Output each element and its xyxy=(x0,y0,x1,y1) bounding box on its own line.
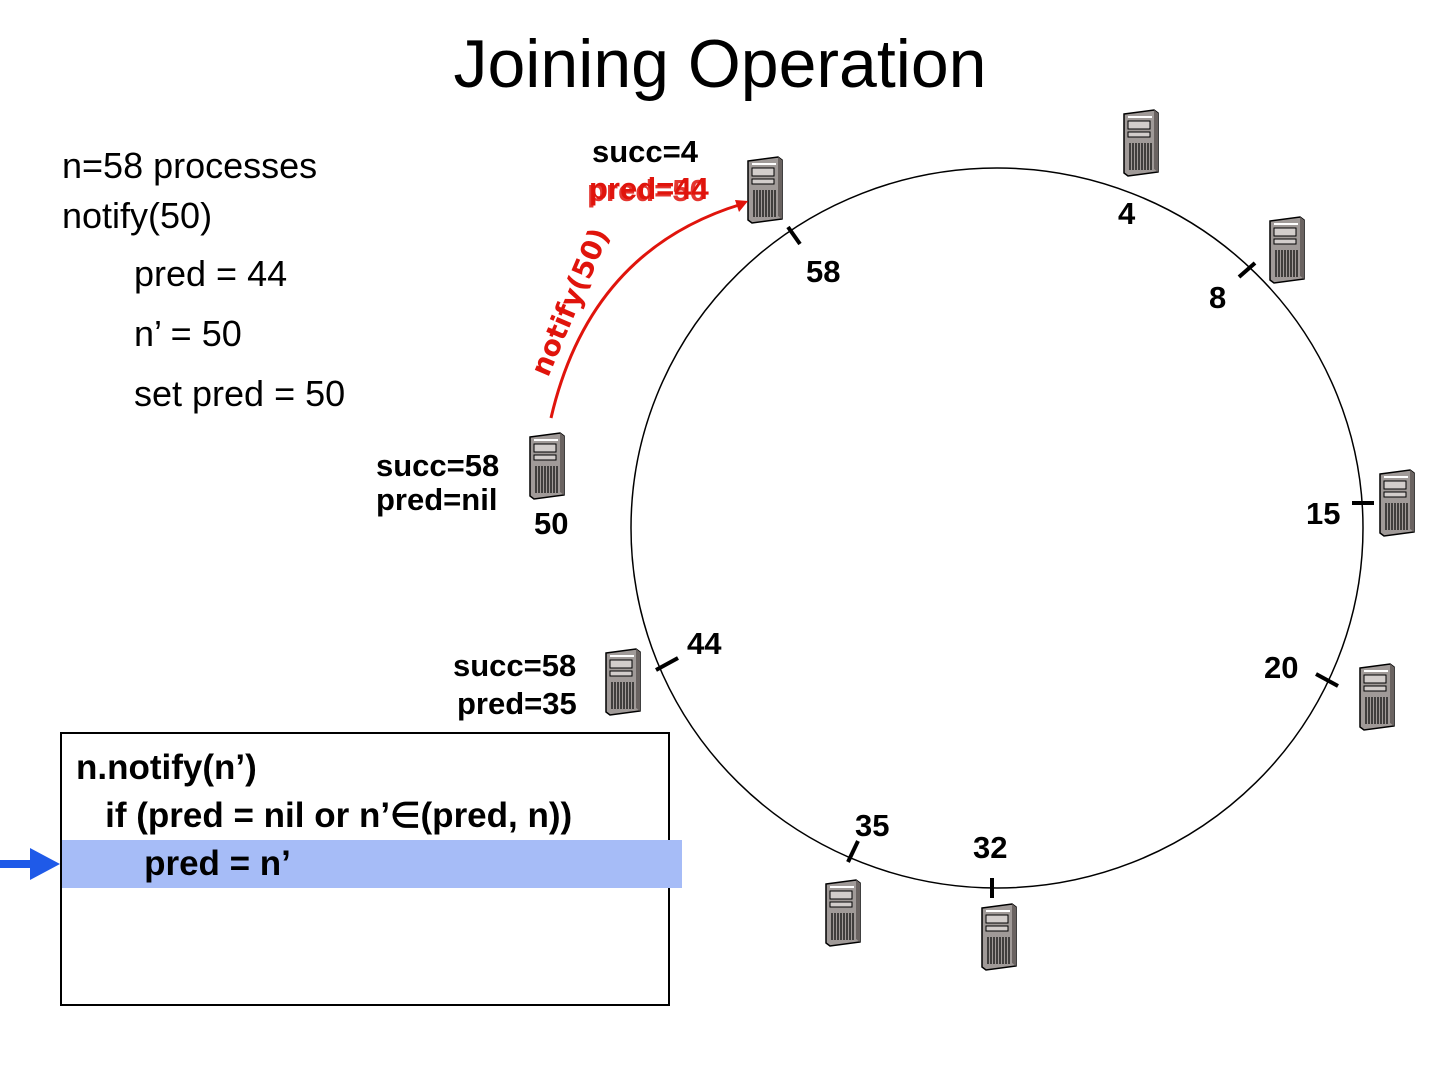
tick-44 xyxy=(656,658,678,670)
node-label-50: 50 xyxy=(534,506,568,541)
server-icon-32 xyxy=(982,904,1016,970)
node-label-8: 8 xyxy=(1209,280,1226,315)
node-label-44: 44 xyxy=(687,626,722,661)
server-icon-58 xyxy=(748,157,782,223)
node44-pred: pred=35 xyxy=(457,686,577,721)
server-icon-44 xyxy=(606,649,640,715)
server-icon-50 xyxy=(530,433,564,499)
node58-pred-new: pred=50 xyxy=(587,173,707,208)
server-icon-35 xyxy=(826,880,860,946)
server-icon-8 xyxy=(1270,217,1304,283)
code-line-2: if (pred = nil or n’∈(pred, n)) xyxy=(62,792,682,840)
server-icon-15 xyxy=(1380,470,1414,536)
tick-58 xyxy=(788,227,800,244)
server-icon-4 xyxy=(1124,110,1158,176)
node-label-15: 15 xyxy=(1306,496,1340,531)
node-label-32: 32 xyxy=(973,830,1007,865)
code-line-3-highlighted: pred = n’ xyxy=(62,840,682,888)
node50-succ: succ=58 xyxy=(376,448,499,483)
server-icon-20 xyxy=(1360,664,1394,730)
right-arrow-icon xyxy=(0,844,62,884)
ring-circle xyxy=(631,168,1363,888)
node-label-4: 4 xyxy=(1118,196,1136,231)
node-label-20: 20 xyxy=(1264,650,1298,685)
code-line-1: n.notify(n’) xyxy=(62,744,682,792)
node44-succ: succ=58 xyxy=(453,648,576,683)
node-label-35: 35 xyxy=(855,808,889,843)
notify-code-box: n.notify(n’) if (pred = nil or n’∈(pred,… xyxy=(60,732,670,1006)
node-label-58: 58 xyxy=(806,254,840,289)
node50-pred: pred=nil xyxy=(376,482,497,517)
node58-succ: succ=4 xyxy=(592,134,699,169)
